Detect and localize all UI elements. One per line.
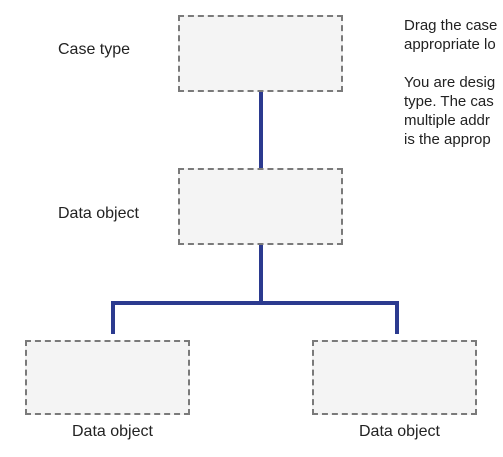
case-type-drop-zone[interactable] <box>178 15 343 92</box>
connector-case-to-data <box>259 92 263 168</box>
connector-data-to-branch <box>259 245 263 303</box>
instructions-p1-line-1: Drag the case <box>404 17 498 34</box>
instructions-panel: Drag the case appropriate lo You are des… <box>404 16 503 168</box>
instructions-p2-line-3: multiple addr <box>404 112 490 129</box>
instructions-p1-line-2: appropriate lo <box>404 36 496 53</box>
instructions-p2-line-1: You are desig <box>404 74 496 91</box>
instructions-paragraph-2: You are desig type. The cas multiple add… <box>404 73 503 149</box>
case-type-label: Case type <box>58 41 131 58</box>
instructions-p2-line-2: type. The cas <box>404 93 494 110</box>
data-object-label-right: Data object <box>359 423 440 440</box>
connector-branch-right <box>395 301 399 334</box>
data-object-label-left: Data object <box>72 423 153 440</box>
data-object-drop-zone-left[interactable] <box>25 340 190 415</box>
connector-branch-horizontal <box>111 301 399 305</box>
instructions-paragraph-1: Drag the case appropriate lo <box>404 16 503 54</box>
data-object-drop-zone-middle[interactable] <box>178 168 343 245</box>
connector-branch-left <box>111 301 115 334</box>
data-object-drop-zone-right[interactable] <box>312 340 477 415</box>
instructions-p2-line-4: is the approp <box>404 131 491 148</box>
data-object-label-middle: Data object <box>58 205 139 222</box>
